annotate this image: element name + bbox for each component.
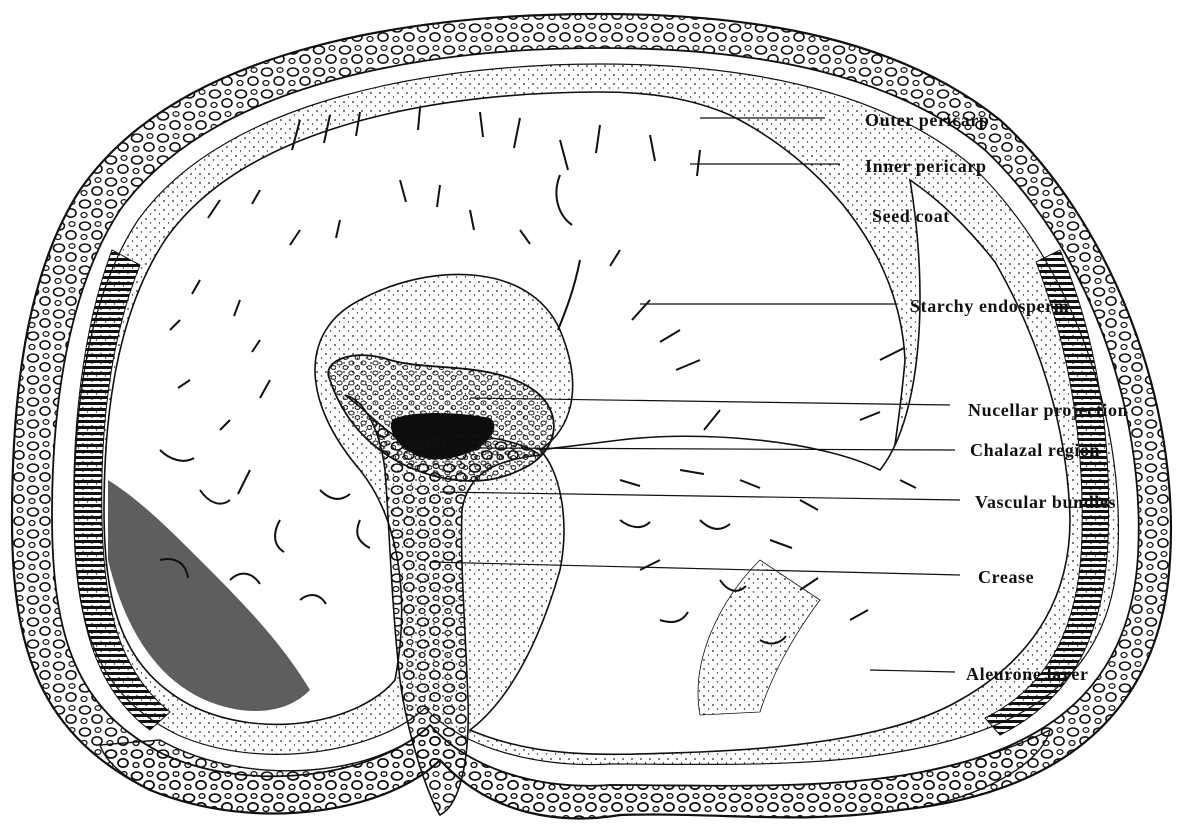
label-seed-coat: Seed coat <box>872 206 950 226</box>
starchy-endosperm <box>104 92 1070 754</box>
label-aleurone-layer: Aleurone layer <box>966 664 1089 684</box>
label-outer-pericarp: Outer pericarp <box>865 110 990 130</box>
label-crease: Crease <box>978 567 1034 587</box>
label-starchy-endosperm: Starchy endosperm <box>910 296 1069 316</box>
label-nucellar-projection: Nucellar projection <box>968 400 1128 420</box>
label-vascular-bundles: Vascular bundles <box>975 492 1116 512</box>
label-inner-pericarp: Inner pericarp <box>865 156 987 176</box>
label-chalazal-region: Chalazal region <box>970 440 1100 460</box>
